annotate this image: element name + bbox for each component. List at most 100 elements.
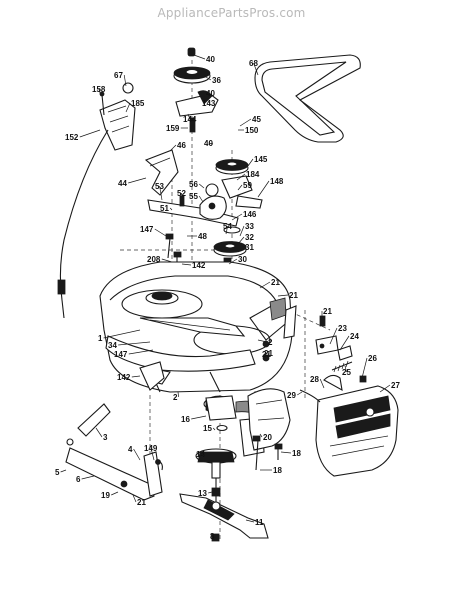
part-number-label[interactable]: 144 [183,115,197,124]
leader-line [198,195,204,203]
part-number-label[interactable]: 142 [117,373,131,382]
leader-line [277,294,289,297]
leader-line [237,236,245,245]
left-baffle [205,395,237,421]
part-number-label[interactable]: 27 [391,381,400,390]
leader-line [123,74,127,87]
part-number-label[interactable]: 21 [137,498,146,507]
part-number-label[interactable]: 2 [268,338,273,347]
part-number-label[interactable]: 59 [243,181,252,190]
part-number-label[interactable]: 145 [254,155,268,164]
part-number-label[interactable]: 31 [245,243,254,252]
leader-line [239,118,252,127]
leader-line [237,246,245,253]
part-number-label[interactable]: 44 [118,179,127,188]
part-number-label[interactable]: 8 [210,532,215,541]
leader-line [214,535,216,539]
part-number-label[interactable]: 67 [114,71,123,80]
leader-line [208,142,214,145]
part-number-label[interactable]: 19 [101,491,110,500]
part-number-label[interactable]: 150 [245,126,259,135]
part-number-label[interactable]: 143 [202,99,216,108]
part-number-label[interactable]: 159 [166,124,180,133]
part-number-label[interactable]: 18 [292,449,301,458]
part-number-label[interactable]: 13 [198,489,207,498]
part-number-label[interactable]: 15 [203,424,212,433]
part-number-label[interactable]: 152 [65,133,79,142]
part-number-label[interactable]: 28 [310,375,319,384]
leader-line [208,491,213,494]
part-number-label[interactable]: 146 [243,210,257,219]
part-number-label[interactable]: 1 [98,334,103,343]
part-number-label[interactable]: 185 [131,99,145,108]
part-number-label[interactable]: 36 [212,76,221,85]
belt-guide [144,149,179,196]
leader-line [125,102,131,113]
leader-line [169,144,177,152]
leader-line [203,75,212,81]
part-number-label[interactable]: 21 [289,291,298,300]
part-number-label[interactable]: 5 [55,468,60,477]
part-number-label[interactable]: 56 [189,180,198,189]
engagement-bracket [99,82,136,151]
part-number-label[interactable]: 51 [160,204,169,213]
part-number-label[interactable]: 16 [181,415,190,424]
cable-end-fitting [57,279,66,295]
part-number-label[interactable]: 147 [140,225,154,234]
leader-line [297,391,303,396]
part-number-label[interactable]: 148 [270,177,284,186]
leader-line [344,365,347,373]
upper-pulley-assembly [173,47,219,133]
idler-arm-assembly [147,183,239,227]
part-number-label[interactable]: 6 [76,475,81,484]
part-number-label[interactable]: 18 [273,466,282,475]
leader-line [247,158,254,167]
part-number-label[interactable]: 21 [323,307,332,316]
part-number-label[interactable]: 142 [192,261,206,270]
part-number-label[interactable]: 48 [198,232,207,241]
part-number-label[interactable]: 14 [196,450,205,459]
leader-line [95,427,103,438]
leader-line [159,185,163,201]
part-number-label[interactable]: 45 [252,115,261,124]
part-number-label[interactable]: 33 [245,222,254,231]
part-number-label[interactable]: 34 [108,341,117,350]
leader-line [236,173,246,181]
part-number-label[interactable]: 208 [147,255,161,264]
leader-line [154,228,167,237]
part-number-label[interactable]: 147 [114,350,128,359]
part-number-label[interactable]: 184 [246,170,260,179]
part-number-label[interactable]: 55 [189,192,198,201]
leader-line [228,258,238,265]
leader-line [329,327,338,345]
part-number-label[interactable]: 2 [173,393,178,402]
leader-line [128,349,154,355]
label-leader-lines [60,54,391,539]
part-number-label[interactable]: 21 [271,278,280,287]
part-number-label[interactable]: 26 [368,354,377,363]
part-number-label[interactable]: 20 [263,433,272,442]
leader-line [198,183,205,189]
part-number-label[interactable]: 30 [238,255,247,264]
part-number-label[interactable]: 29 [287,391,296,400]
part-number-label[interactable]: 40 [206,55,215,64]
part-number-label[interactable]: 11 [255,518,264,527]
part-number-label[interactable]: 25 [342,368,351,377]
leader-line [253,62,259,76]
leader-line [150,447,155,461]
leader-line [361,357,368,379]
part-number-label[interactable]: 23 [338,324,347,333]
part-number-label[interactable]: 4 [128,445,133,454]
part-number-label[interactable]: 32 [245,233,254,242]
part-number-label[interactable]: 21 [262,350,271,359]
part-number-label[interactable]: 40 [204,139,213,148]
leader-line [98,88,102,97]
part-number-label[interactable]: 24 [350,332,359,341]
discharge-chute [299,374,399,477]
part-number-label[interactable]: 3 [103,433,108,442]
drive-belt-inner [261,61,347,136]
leader-line [257,180,270,198]
part-number-label[interactable]: 40 [206,89,215,98]
part-number-label[interactable]: 46 [177,141,186,150]
mower-deck [99,261,293,393]
